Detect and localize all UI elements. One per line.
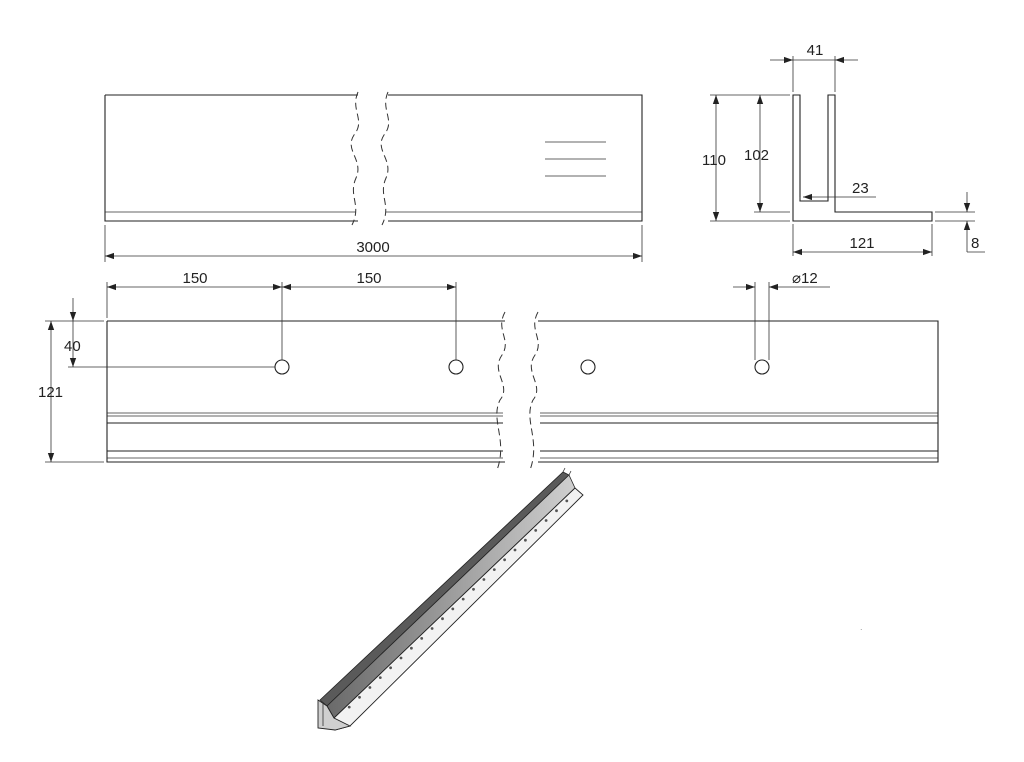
iso-hole bbox=[399, 656, 403, 660]
iso-hole bbox=[358, 695, 361, 699]
dim-length-label: 3000 bbox=[356, 239, 389, 256]
dim-base-label: 121 bbox=[849, 235, 874, 252]
dim-spacing-2-label: 150 bbox=[356, 270, 381, 287]
profile-inner-face bbox=[326, 474, 576, 719]
svg-text:.: . bbox=[860, 622, 863, 632]
iso-hole bbox=[389, 666, 392, 670]
iso-hole bbox=[347, 705, 351, 709]
iso-hole bbox=[451, 607, 455, 611]
iso-hole bbox=[513, 548, 517, 552]
iso-hole bbox=[461, 597, 465, 601]
iso-hole bbox=[503, 558, 506, 562]
iso-hole-row bbox=[347, 499, 569, 709]
iso-hole bbox=[410, 646, 413, 650]
iso-hole bbox=[441, 617, 444, 621]
dim-spacing-1-label: 150 bbox=[182, 270, 207, 287]
break-line-right bbox=[380, 91, 390, 226]
section-view: 41 110 102 23 121 8 bbox=[702, 42, 985, 256]
iso-hole bbox=[430, 627, 434, 630]
break-line-left bbox=[350, 91, 360, 226]
dim-edge-offset-label: 40 bbox=[64, 338, 81, 355]
front-view: 3000 bbox=[104, 91, 643, 262]
plan-view: 150 150 ⌀12 40 121 bbox=[38, 270, 939, 471]
isometric-view: . bbox=[317, 467, 863, 731]
iso-hole bbox=[482, 578, 486, 581]
break-line-right bbox=[529, 311, 539, 471]
iso-hole bbox=[544, 519, 548, 522]
iso-hole bbox=[472, 587, 475, 591]
iso-hole bbox=[555, 509, 558, 513]
hole bbox=[448, 359, 464, 375]
iso-hole bbox=[524, 538, 527, 542]
dim-outer-height-label: 110 bbox=[702, 152, 726, 169]
iso-hole bbox=[565, 499, 569, 503]
dim-hole-diameter-label: ⌀12 bbox=[792, 270, 818, 287]
iso-hole bbox=[368, 686, 372, 689]
profile-end-cap bbox=[317, 699, 352, 731]
dim-plan-width-label: 121 bbox=[38, 384, 63, 401]
break-line-left bbox=[496, 311, 506, 471]
hole bbox=[754, 359, 770, 375]
dim-width-label: 41 bbox=[807, 42, 824, 59]
iso-hole bbox=[378, 676, 382, 679]
profile-base-flange bbox=[333, 487, 584, 731]
hole bbox=[580, 359, 596, 375]
iso-hole bbox=[420, 637, 424, 640]
iso-hole bbox=[534, 529, 538, 532]
hole bbox=[274, 359, 290, 375]
iso-hole bbox=[492, 568, 496, 571]
dim-thickness-label: 8 bbox=[971, 235, 979, 252]
dim-inner-height-label: 102 bbox=[744, 147, 769, 164]
profile-wall-face bbox=[319, 471, 570, 707]
dim-slot-label: 23 bbox=[852, 180, 869, 197]
